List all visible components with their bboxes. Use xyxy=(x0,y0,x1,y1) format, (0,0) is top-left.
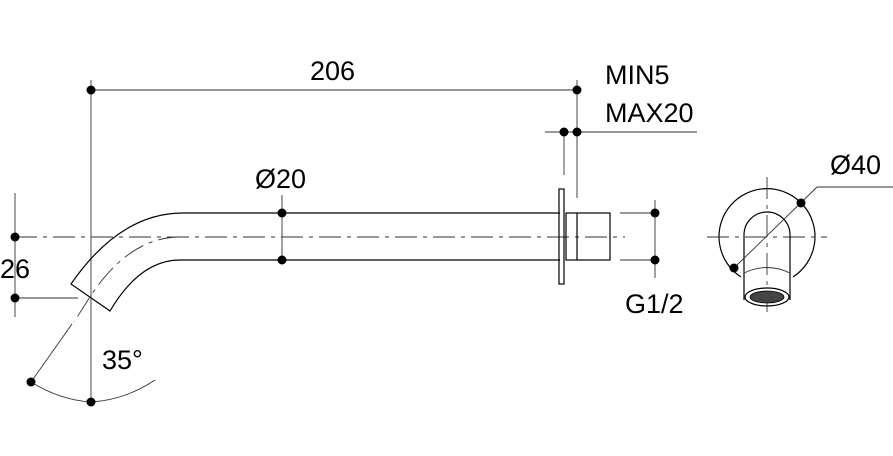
thread-label: G1/2 xyxy=(625,289,684,319)
spout-side-view xyxy=(15,188,625,323)
wall-max-label: MAX20 xyxy=(605,98,694,128)
wall-thickness-dimension: MIN5 MAX20 xyxy=(545,60,697,175)
angle-dimension: 35° xyxy=(26,323,156,407)
pipe-diameter-dimension: Ø20 xyxy=(255,164,306,265)
wall-min-label: MIN5 xyxy=(605,60,670,90)
length-dimension: 206 xyxy=(86,56,582,402)
pipe-diameter-label: Ø20 xyxy=(255,164,306,194)
flange-diameter-label: Ø40 xyxy=(830,150,881,180)
length-label: 206 xyxy=(310,56,355,86)
spout-front-view: Ø40 xyxy=(707,150,893,312)
angle-label: 35° xyxy=(102,345,143,375)
offset-dimension: 26 xyxy=(0,193,78,317)
offset-label: 26 xyxy=(0,254,30,284)
aerator-mesh xyxy=(749,290,785,304)
thread-dimension: G1/2 xyxy=(620,200,684,319)
